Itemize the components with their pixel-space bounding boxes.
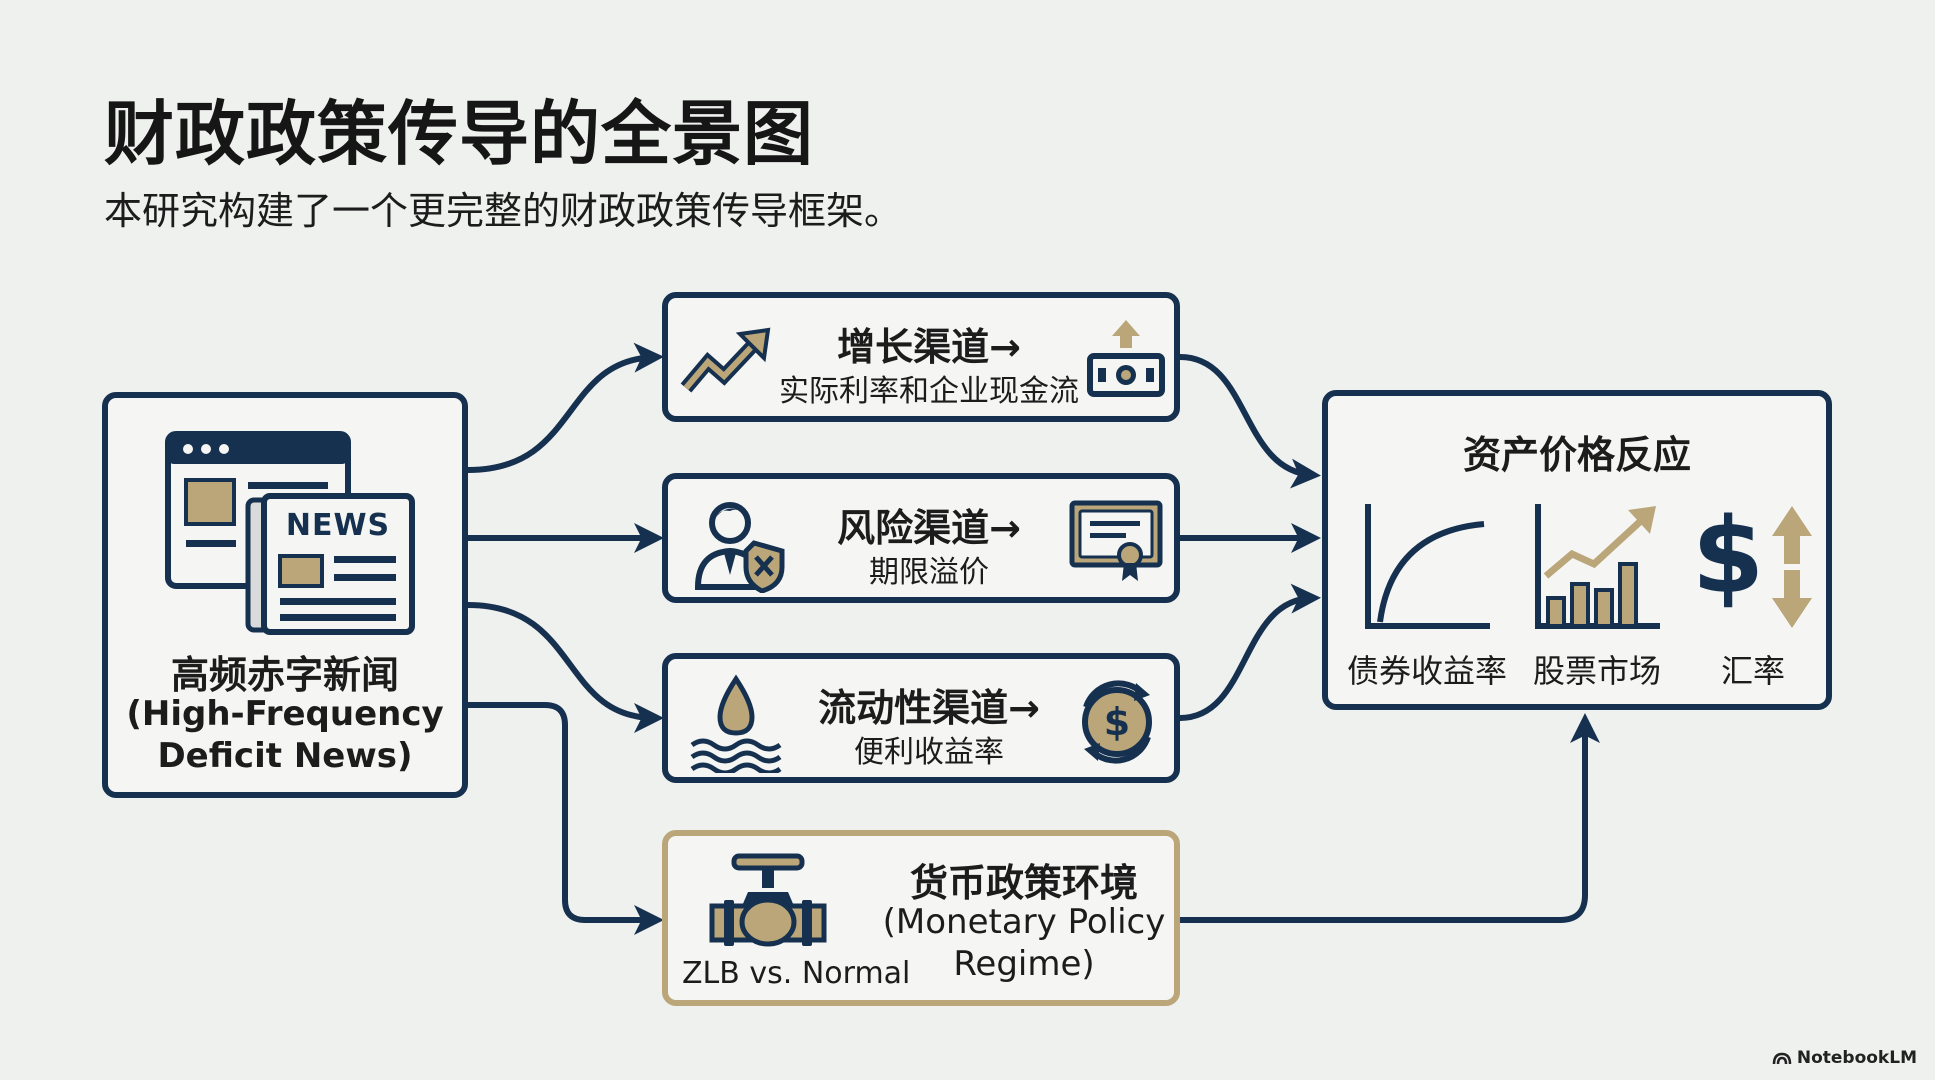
asset-label-bond: 债券收益率	[1346, 652, 1508, 690]
risk-channel-subtitle: 期限溢价	[869, 555, 989, 590]
monetary-regime-box: ZLB vs. Normal 货币政策环境 (Monetary Policy R…	[662, 830, 1180, 1006]
page-title: 财政政策传导的全景图	[104, 92, 814, 175]
person-shield-icon	[694, 502, 785, 593]
source-label-en-2: Deficit News)	[157, 736, 413, 776]
asset-prices-box: 资产价格反应 债券收益率 股票市场 $ 汇率	[1322, 390, 1832, 710]
arrow-liquidity-to-assets	[1177, 583, 1321, 721]
monetary-regime-en-2: Regime)	[953, 944, 1095, 984]
notebooklm-brand: NotebookLM	[1772, 1048, 1917, 1068]
liquidity-channel-title: 流动性渠道→	[818, 686, 1040, 730]
arrow-source-to-growth	[465, 342, 664, 473]
monetary-regime-title: 货币政策环境	[909, 861, 1139, 905]
water-drop-waves-icon	[690, 674, 782, 773]
cash-up-icon	[1087, 320, 1165, 397]
asset-label-stock: 股票市场	[1532, 652, 1662, 690]
page-subtitle: 本研究构建了一个更完整的财政政策传导框架。	[104, 189, 903, 233]
svg-text:$: $	[1692, 502, 1764, 617]
svg-text:$: $	[1104, 700, 1130, 744]
brand-name: NotebookLM	[1796, 1048, 1917, 1068]
yield-curve-icon	[1365, 504, 1490, 629]
liquidity-channel-subtitle: 便利收益率	[854, 735, 1004, 770]
asset-label-fx: 汇率	[1720, 652, 1786, 690]
asset-prices-title: 资产价格反应	[1462, 433, 1692, 477]
monetary-regime-en-1: (Monetary Policy	[882, 902, 1166, 942]
growth-channel-title: 增长渠道→	[837, 325, 1021, 369]
valve-pipe-icon	[709, 853, 827, 947]
news-website-icon	[165, 431, 415, 635]
growth-channel-box: 增长渠道→ 实际利率和企业现金流	[662, 292, 1180, 422]
notebooklm-logo-icon	[1772, 1052, 1792, 1065]
certificate-icon	[1069, 500, 1163, 581]
risk-channel-title: 风险渠道→	[837, 506, 1021, 550]
risk-channel-box: 风险渠道→ 期限溢价	[662, 473, 1180, 603]
news-tag: NEWS	[285, 508, 391, 543]
source-label-zh: 高频赤字新闻	[170, 653, 399, 697]
valve-label: ZLB vs. Normal	[682, 956, 911, 991]
arrow-source-to-liquidity	[465, 602, 664, 733]
source-label-en-1: (High-Frequency	[126, 694, 444, 734]
trend-up-arrow-icon	[680, 327, 771, 393]
arrow-source-to-monetary	[465, 702, 664, 935]
liquidity-channel-box: 流动性渠道→ 便利收益率 $	[662, 653, 1180, 783]
source-box: NEWS 高频赤字新闻 (High-Frequency Deficit News…	[102, 392, 468, 798]
dollar-cycle-icon: $	[1082, 680, 1152, 764]
dollar-exchange-icon: $	[1692, 502, 1812, 628]
stock-bar-chart-icon	[1535, 504, 1660, 629]
arrow-growth-to-assets	[1177, 354, 1321, 489]
growth-channel-subtitle: 实际利率和企业现金流	[779, 374, 1079, 409]
arrow-monetary-to-assets	[1177, 713, 1600, 923]
